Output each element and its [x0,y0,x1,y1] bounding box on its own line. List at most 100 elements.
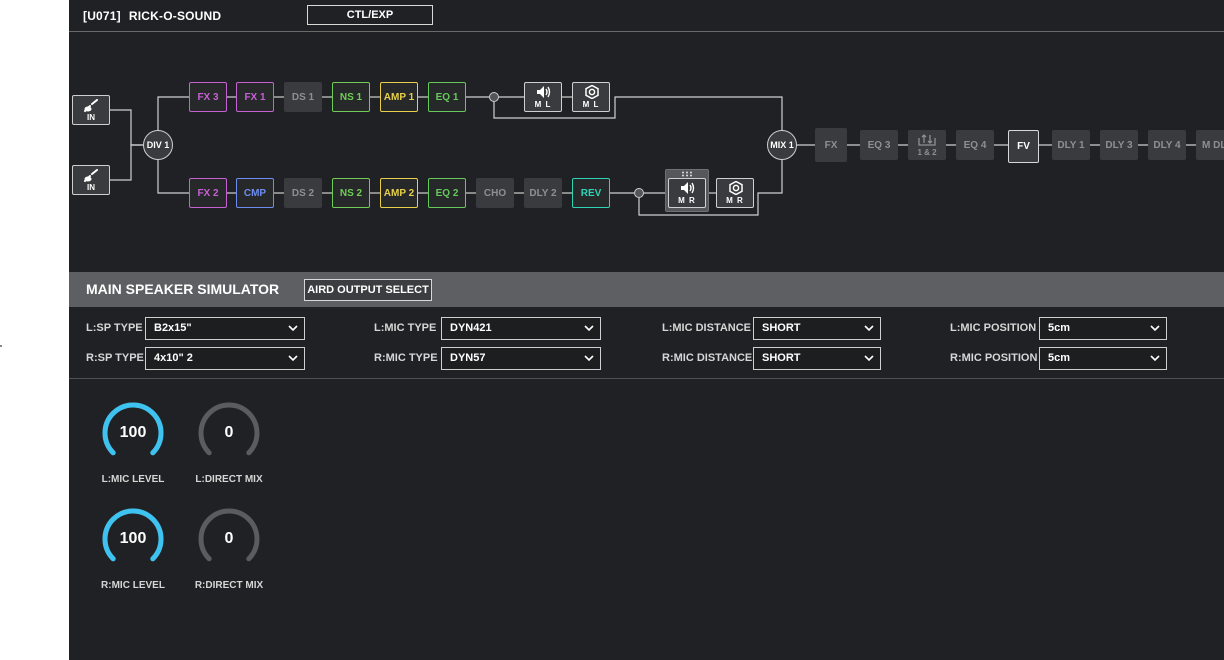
ctl-exp-button[interactable]: CTL/EXP [307,5,433,25]
divider-block[interactable]: DIV 1 [143,130,173,160]
chevron-down-icon [584,325,594,332]
knob-r-direct-mix[interactable]: 0 R:DIRECT MIX [189,508,269,608]
send-return-icon [918,134,936,146]
knob-l-direct-mix[interactable]: 0 L:DIRECT MIX [189,402,269,502]
knob-label: R:MIC LEVEL [101,580,165,591]
knob-dial [102,402,164,456]
chevron-down-icon [864,355,874,362]
speaker-icon [681,182,695,194]
aird-output-select-button[interactable]: AIRD OUTPUT SELECT [304,279,432,301]
block-fx3[interactable]: FX 3 [189,82,227,112]
block-cho[interactable]: CHO [476,178,514,208]
r-sp-type-label: R:SP TYPE [86,352,144,364]
speaker-label: M R [678,196,696,205]
block-ds2[interactable]: DS 2 [284,178,322,208]
l-sp-type-label: L:SP TYPE [86,322,143,334]
knob-l-mic-level[interactable]: 100 L:MIC LEVEL [93,402,173,502]
knob-label: R:DIRECT MIX [194,580,264,591]
l-mic-distance-label: L:MIC DISTANCE [662,322,752,334]
mic-ml[interactable]: M L [572,82,610,112]
block-ns1[interactable]: NS 1 [332,82,370,112]
block-cmp[interactable]: CMP [236,178,274,208]
block-send-return[interactable]: 1 & 2 [908,130,946,160]
block-dly4[interactable]: DLY 4 [1148,130,1186,160]
patch-name: RICK-O-SOUND [128,9,222,23]
input-block-2[interactable]: IN [72,165,110,195]
mixer-block[interactable]: MIX 1 [767,130,797,160]
knob-value: 100 [119,530,147,547]
block-amp2[interactable]: AMP 2 [380,178,418,208]
block-dly1[interactable]: DLY 1 [1052,130,1090,160]
block-eq3[interactable]: EQ 3 [860,130,898,160]
block-rev[interactable]: REV [572,178,610,208]
knob-dial [102,508,164,562]
l-mic-type-label: L:MIC TYPE [374,322,437,334]
section-header: MAIN SPEAKER SIMULATOR AIRD OUTPUT SELEC… [69,272,1224,307]
l-sp-type-value: B2x15" [154,322,192,334]
input-block-1[interactable]: IN [72,95,110,125]
block-dly2[interactable]: DLY 2 [524,178,562,208]
l-mic-type-select[interactable]: DYN421 [441,317,601,340]
split-point-bottom[interactable] [634,188,644,198]
header-divider [69,31,1224,32]
block-ds1[interactable]: DS 1 [284,82,322,112]
block-fx2[interactable]: FX 2 [189,178,227,208]
knob-value: 0 [224,530,234,547]
mic-label: M R [726,196,744,205]
split-point-top[interactable] [489,92,499,102]
block-fx-post[interactable]: FX [815,128,847,162]
block-amp1[interactable]: AMP 1 [380,82,418,112]
chevron-down-icon [1150,325,1160,332]
mic-mr[interactable]: M R [716,178,754,208]
block-eq1[interactable]: EQ 1 [428,82,466,112]
drag-handle-icon[interactable] [681,171,693,177]
l-mic-position-label: L:MIC POSITION [950,322,1037,334]
knob-dial [198,402,260,456]
r-mic-type-select[interactable]: DYN57 [441,347,601,370]
block-dly3[interactable]: DLY 3 [1100,130,1138,160]
r-mic-distance-label: R:MIC DISTANCE [662,352,753,364]
stray-dot [0,345,2,347]
speaker-ml[interactable]: M L [524,82,562,112]
input-label: IN [87,183,95,192]
chevron-down-icon [584,355,594,362]
mic-hex-icon [585,85,599,99]
knob-label: L:DIRECT MIX [195,474,263,485]
knob-value: 0 [224,424,234,441]
knob-value: 100 [119,424,147,441]
block-ns2[interactable]: NS 2 [332,178,370,208]
mic-label: M L [582,100,600,109]
block-fx1[interactable]: FX 1 [236,82,274,112]
block-eq2[interactable]: EQ 2 [428,178,466,208]
l-mic-distance-select[interactable]: SHORT [753,317,881,340]
patch-title: [U071] RICK-O-SOUND [83,9,221,23]
knob-dial [198,508,260,562]
l-mic-position-select[interactable]: 5cm [1039,317,1167,340]
speaker-label: M L [534,100,552,109]
params-divider [69,378,1224,379]
speaker-mr[interactable]: M R [668,178,706,208]
l-mic-type-value: DYN421 [450,322,492,334]
r-mic-distance-select[interactable]: SHORT [753,347,881,370]
l-mic-position-value: 5cm [1048,322,1071,334]
r-mic-type-value: DYN57 [450,352,486,364]
speaker-icon [537,86,551,98]
chevron-down-icon [288,355,298,362]
r-mic-position-label: R:MIC POSITION [950,352,1038,364]
block-mdly[interactable]: M DLY [1196,130,1224,160]
r-mic-position-value: 5cm [1048,352,1071,364]
knob-label: L:MIC LEVEL [101,474,165,485]
chevron-down-icon [1150,355,1160,362]
knob-r-mic-level[interactable]: 100 R:MIC LEVEL [93,508,173,608]
l-sp-type-select[interactable]: B2x15" [145,317,305,340]
send-return-label: 1 & 2 [917,148,937,157]
chevron-down-icon [864,325,874,332]
patch-id: [U071] [83,9,121,23]
block-eq4[interactable]: EQ 4 [956,130,994,160]
app-window: [U071] RICK-O-SOUND CTL/EXP [69,0,1224,660]
input-label: IN [87,113,95,122]
r-mic-position-select[interactable]: 5cm [1039,347,1167,370]
mic-hex-icon [729,181,743,195]
r-sp-type-select[interactable]: 4x10" 2 [145,347,305,370]
block-fv[interactable]: FV [1008,130,1039,163]
